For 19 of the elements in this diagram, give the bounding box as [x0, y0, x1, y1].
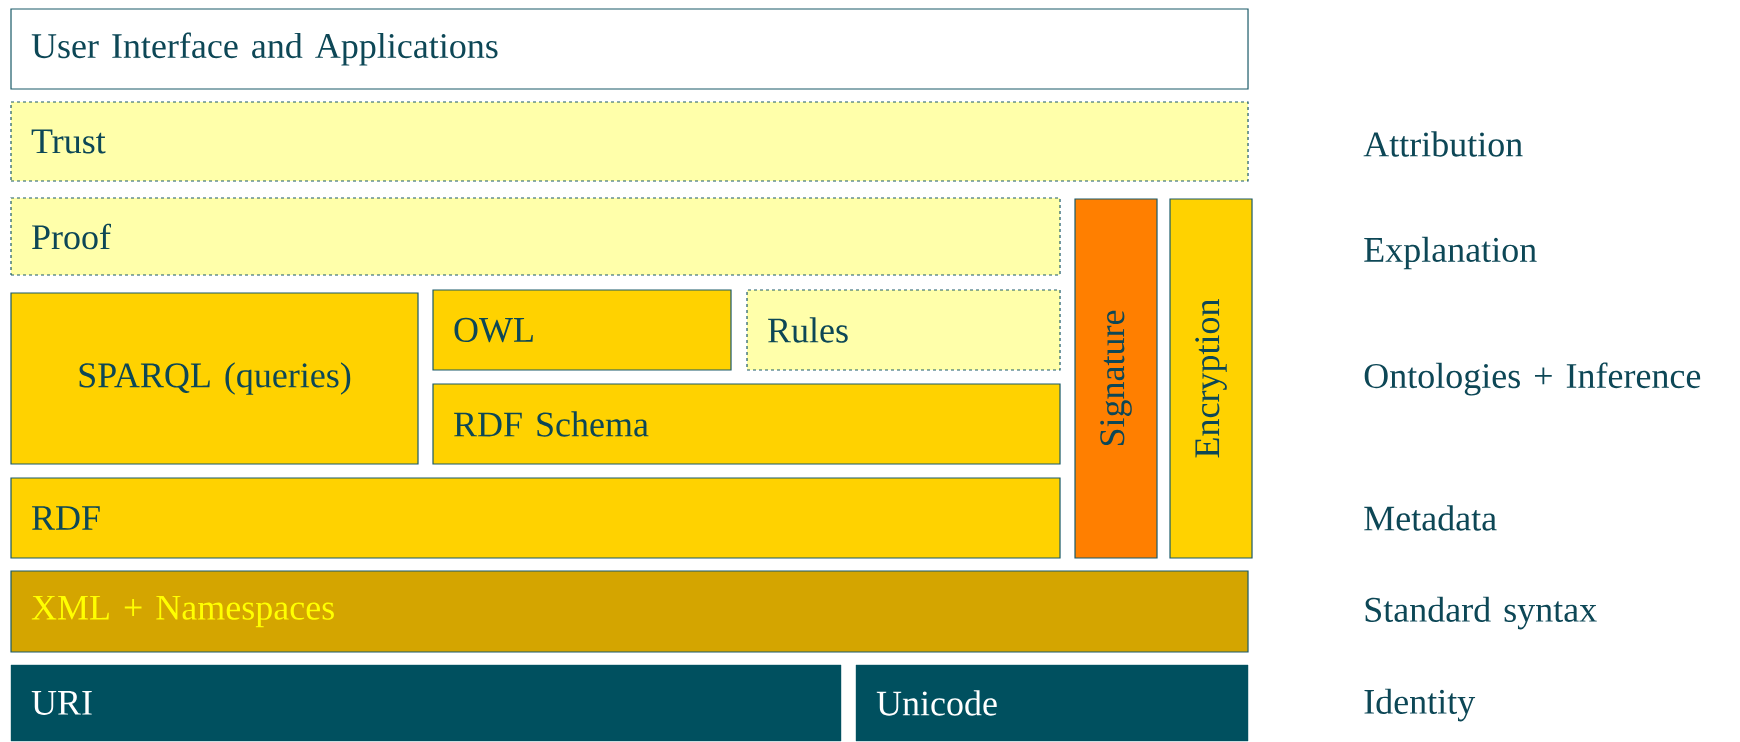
layer-box: RDF: [10, 477, 1061, 559]
layer-box: URI: [10, 664, 842, 742]
layer-label: Ontologies + Inference: [1364, 362, 1701, 396]
layer-box: SPARQL (queries): [10, 292, 419, 465]
layer-box: Rules: [746, 289, 1061, 371]
layer-box: OWL: [432, 289, 732, 371]
layer-box: Encryption: [1169, 198, 1253, 559]
layer-label: Metadata: [1364, 505, 1497, 531]
layer-box: XML + Namespaces: [10, 570, 1249, 653]
layer-box: Trust: [10, 101, 1249, 182]
layer-box: Signature: [1074, 198, 1158, 559]
layer-box: RDF Schema: [432, 383, 1061, 465]
layer-label: Identity: [1364, 688, 1476, 722]
layer-box: Unicode: [855, 664, 1249, 742]
layer-label: Attribution: [1363, 131, 1523, 157]
layer-box: Proof: [10, 197, 1061, 276]
layer-box: User Interface and Applications: [10, 8, 1249, 90]
layer-label: Explanation: [1364, 236, 1537, 270]
layer-label: Standard syntax: [1365, 596, 1597, 630]
